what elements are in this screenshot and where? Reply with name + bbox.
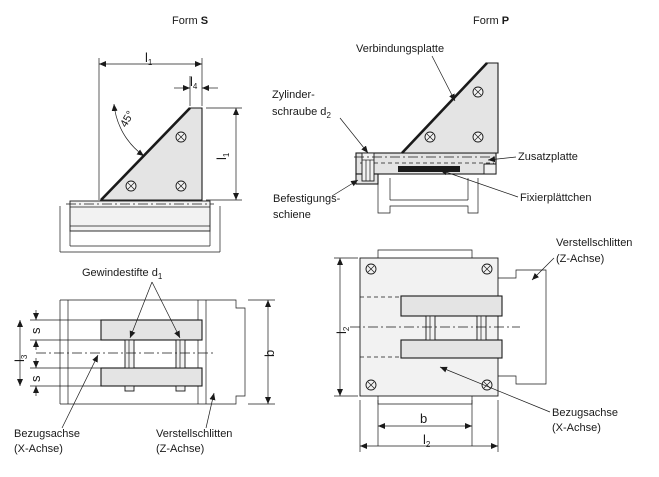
label-zusatzplatte: Zusatzplatte [518, 151, 578, 163]
bolt-hole-icon [472, 86, 484, 98]
dim-l3: l3 [12, 354, 29, 362]
dim-l1: l1 [145, 50, 153, 67]
label-verstellschlitten-s-2: (Z-Achse) [156, 443, 204, 455]
label-verbindungsplatte: Verbindungsplatte [356, 43, 444, 55]
label-befestigungsschiene-1: Befestigungs- [273, 193, 341, 205]
dim-l4: l4 [190, 74, 198, 91]
label-verstellschlitten-s-1: Verstellschlitten [156, 428, 232, 440]
label-verstellschlitten-p-2: (Z-Achse) [556, 253, 604, 265]
bolt-hole-icon [365, 263, 377, 275]
label-gewindestifte: Gewindestifte d1 [82, 267, 163, 281]
form-p-side-view [354, 62, 499, 214]
bolt-hole-icon [424, 131, 436, 143]
bolt-hole-icon [175, 180, 187, 192]
label-verstellschlitten-p-1: Verstellschlitten [556, 237, 632, 249]
bolt-hole-icon [481, 263, 493, 275]
form-p-title: Form P [473, 15, 509, 27]
label-befestigungsschiene-2: schiene [273, 209, 311, 221]
form-s-side-view: l1 l4 l1 45° [59, 50, 242, 253]
dim-l2-vertical: l2 [334, 326, 351, 334]
label-zylinderschraube-1: Zylinder- [272, 89, 315, 101]
dim-s-lower: s [28, 375, 43, 382]
form-s-title: Form S [172, 15, 208, 27]
dim-b-horizontal: b [420, 411, 427, 426]
dim-l1-vertical: l1 [214, 152, 231, 160]
label-zylinderschraube-2: schraube d2 [272, 106, 331, 120]
bolt-hole-icon [125, 180, 137, 192]
form-p-top-view: l2 b l2 [334, 249, 547, 452]
label-bezugsachse-p-1: Bezugsachse [552, 407, 618, 419]
label-bezugsachse-s-2: (X-Achse) [14, 443, 63, 455]
label-bezugsachse-p-2: (X-Achse) [552, 422, 601, 434]
label-fixierplaettchen: Fixierplättchen [520, 192, 592, 204]
dim-l2-horizontal: l2 [423, 432, 431, 449]
bolt-hole-icon [365, 379, 377, 391]
label-bezugsachse-s-1: Bezugsachse [14, 428, 80, 440]
form-s-top-view: s s l3 b [12, 299, 277, 405]
bolt-hole-icon [175, 131, 187, 143]
angle-45: 45° [118, 109, 137, 129]
bolt-hole-icon [472, 131, 484, 143]
dim-b-vertical: b [262, 350, 277, 357]
dim-s-upper: s [28, 327, 43, 334]
